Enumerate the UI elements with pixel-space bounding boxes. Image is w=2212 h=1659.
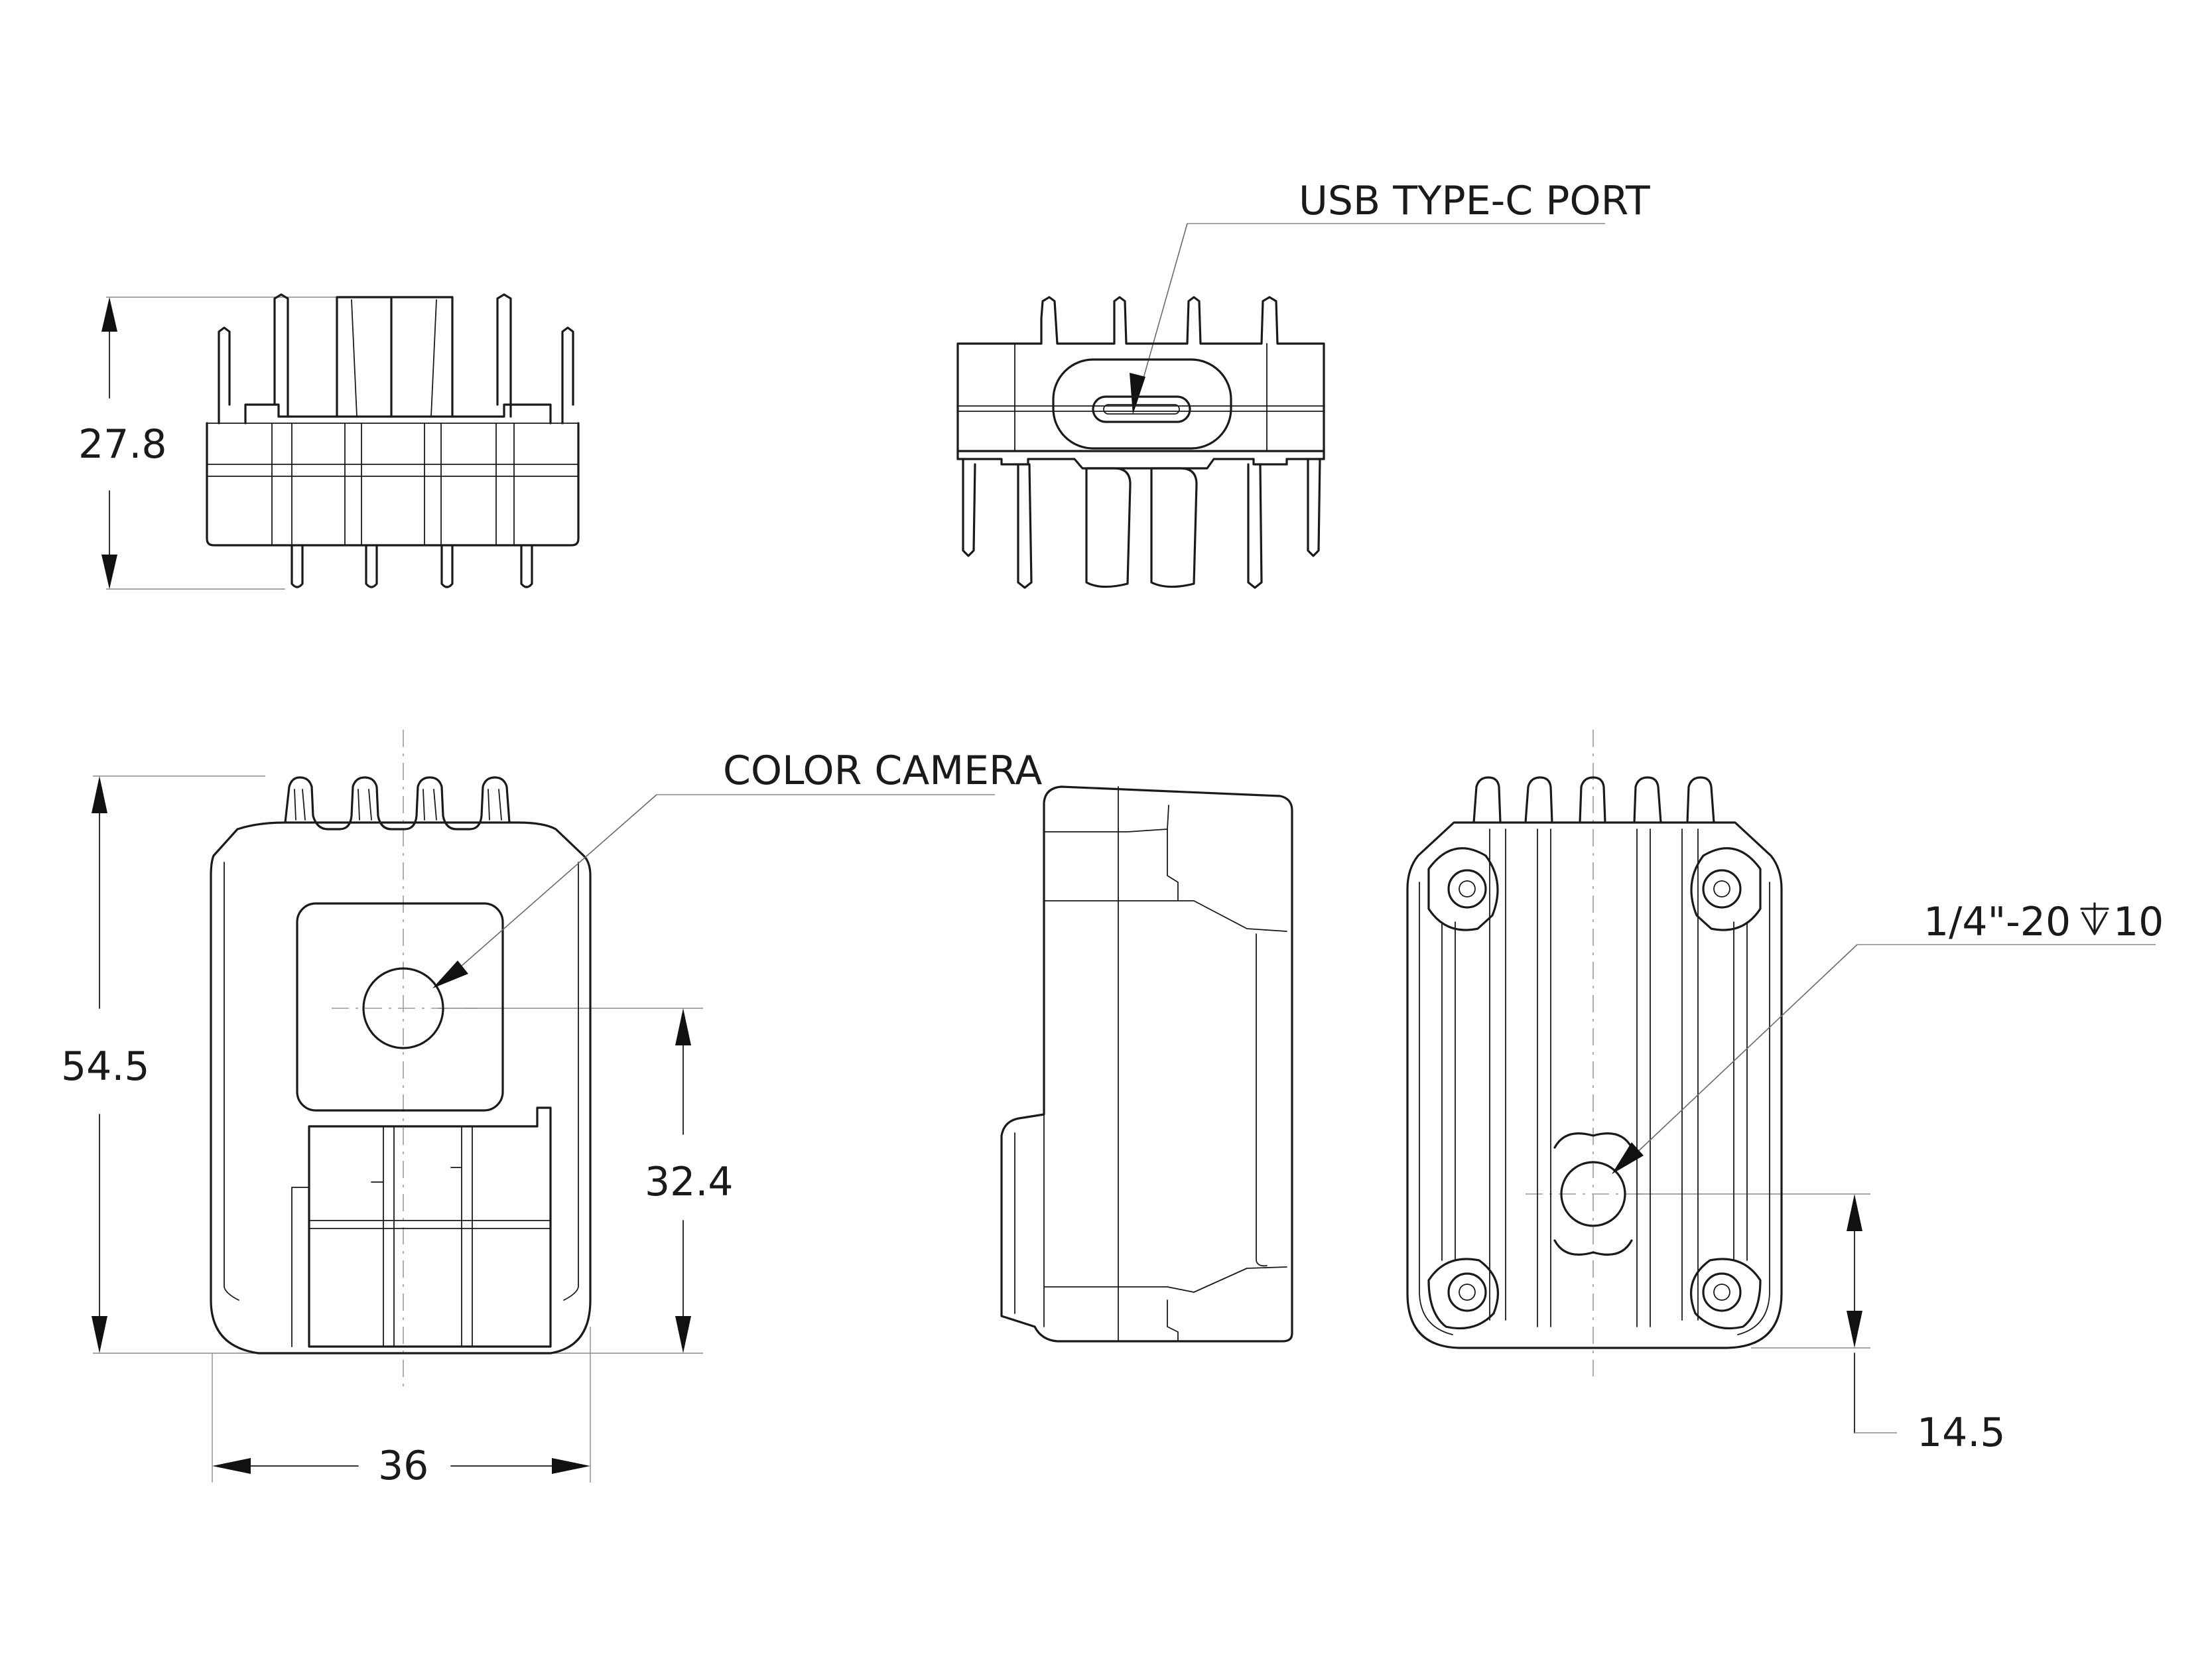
callout-usb-port: USB TYPE-C PORT [1299, 178, 1650, 224]
side-view: 27.8 [78, 293, 580, 590]
dim-mount-offset: 14.5 [1917, 1410, 2006, 1456]
tripod-thread-label: 1/4"-20 [1923, 899, 2071, 945]
dim-front-height: 54.5 [61, 1043, 150, 1090]
profile-view [1000, 785, 1293, 1343]
callout-tripod-mount: 1/4"-20 [1923, 899, 2071, 945]
callout-color-camera: COLOR CAMERA [723, 748, 1042, 794]
tripod-depth-value: 10 [2113, 899, 2164, 945]
depth-symbol-icon [2080, 902, 2109, 935]
bottom-view: 1/4"-20 10 14.5 [1406, 730, 2164, 1456]
dim-side-height: 27.8 [78, 421, 167, 468]
dim-camera-height: 32.4 [645, 1159, 734, 1205]
rear-view: USB TYPE-C PORT [956, 178, 1650, 589]
front-view: COLOR CAMERA 54.5 32.4 36 [61, 730, 1042, 1489]
dim-front-width: 36 [378, 1443, 428, 1489]
